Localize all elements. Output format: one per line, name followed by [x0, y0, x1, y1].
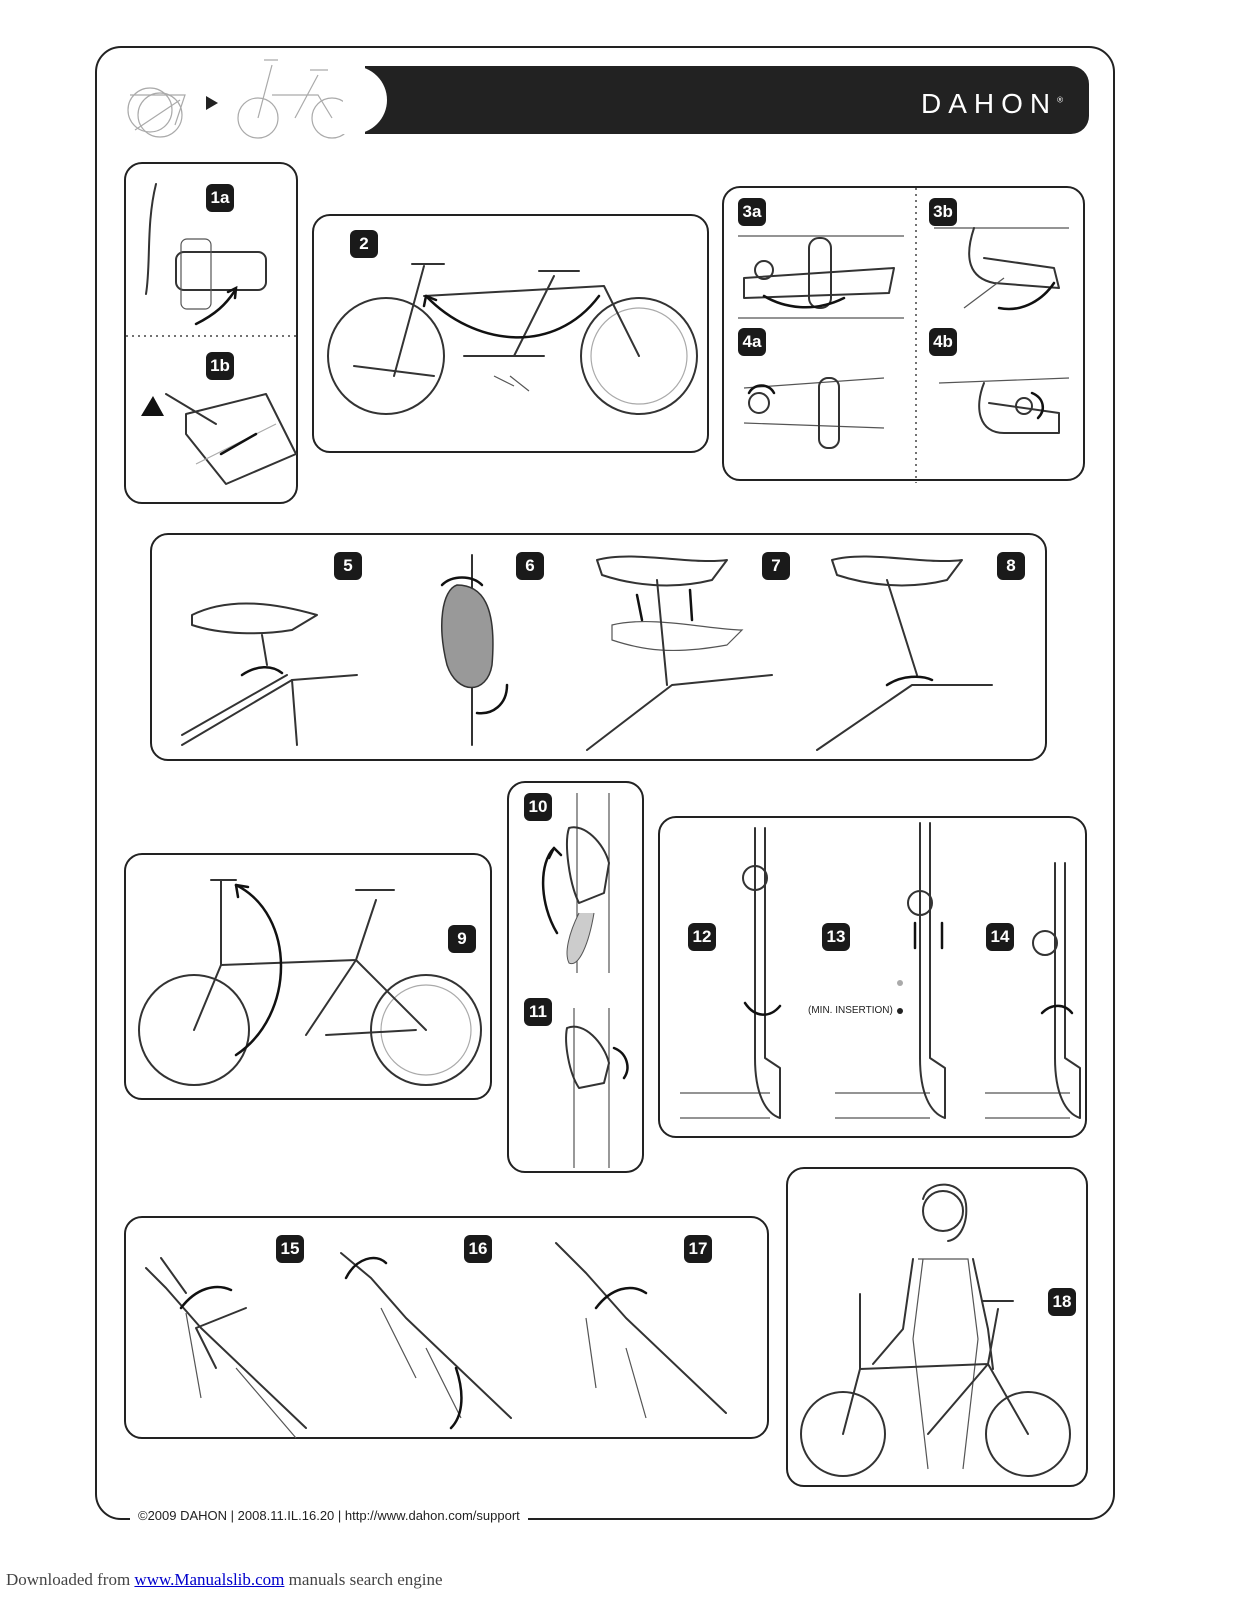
- header-bar: DAHON®: [343, 66, 1089, 134]
- play-arrow-icon: [206, 96, 218, 110]
- manualslib-link[interactable]: www.Manualslib.com: [134, 1570, 285, 1589]
- download-bar: Downloaded from www.Manualslib.com manua…: [6, 1570, 443, 1590]
- stem-clamp-illustration: [541, 793, 629, 1168]
- pedal-illustration: [126, 183, 300, 485]
- step-3b-badge: 3b: [929, 198, 957, 226]
- step-10-badge: 10: [524, 793, 552, 821]
- step-2-badge: 2: [350, 230, 378, 258]
- step-8-badge: 8: [997, 552, 1025, 580]
- page-frame: [95, 46, 1115, 1520]
- handlebar-adjust-illustration: [145, 1242, 727, 1439]
- handlebar-lock-illustration: [738, 188, 1070, 483]
- step-13-badge: 13: [822, 923, 850, 951]
- step-6-badge: 6: [516, 552, 544, 580]
- panel-stem-height: 12 13 14 (MIN. INSERTION): [658, 816, 1087, 1138]
- registered-mark: ®: [1057, 95, 1063, 105]
- warning-triangle-icon: [141, 396, 164, 416]
- seat-post-illustration: [181, 554, 993, 751]
- unfold-frame-illustration: [327, 263, 698, 415]
- dahon-logo: DAHON®: [921, 88, 1063, 120]
- raise-stem-illustration: [138, 879, 482, 1086]
- step-7-badge: 7: [762, 552, 790, 580]
- folded-bike-thumbnail: [127, 87, 186, 138]
- panel-raise-stem: 9: [124, 853, 492, 1100]
- stem-height-illustration: [680, 822, 1081, 1119]
- footer-text: ©2009 DAHON | 2008.11.IL.16.20 | http://…: [130, 1508, 528, 1523]
- step-15-badge: 15: [276, 1235, 304, 1263]
- step-3a-badge: 3a: [738, 198, 766, 226]
- step-11-badge: 11: [524, 998, 552, 1026]
- rider-with-bike-illustration: [800, 1183, 1071, 1477]
- download-prefix: Downloaded from: [6, 1570, 135, 1589]
- step-12-badge: 12: [688, 923, 716, 951]
- step-1a-badge: 1a: [206, 184, 234, 212]
- step-18-badge: 18: [1048, 1288, 1076, 1316]
- unfolded-bike-thumbnail: [237, 59, 353, 139]
- panel-handlebar-lock: 3a 3b 4a 4b: [722, 186, 1085, 483]
- step-9-badge: 9: [448, 925, 476, 953]
- min-insertion-label: (MIN. INSERTION): [808, 1005, 893, 1016]
- step-16-badge: 16: [464, 1235, 492, 1263]
- download-suffix: manuals search engine: [284, 1570, 443, 1589]
- panel-handlebar-adjust: 15 16 17: [124, 1216, 769, 1439]
- panel-seat-post: 5 6 7 8: [150, 533, 1047, 761]
- panel-pedal: 1a 1b: [124, 162, 300, 504]
- step-4b-badge: 4b: [929, 328, 957, 356]
- step-17-badge: 17: [684, 1235, 712, 1263]
- step-4a-badge: 4a: [738, 328, 766, 356]
- step-5-badge: 5: [334, 552, 362, 580]
- step-1b-badge: 1b: [206, 352, 234, 380]
- panel-unfold-frame: 2: [312, 214, 709, 453]
- panel-stem-clamp: 10 11: [507, 781, 644, 1173]
- step-14-badge: 14: [986, 923, 1014, 951]
- logo-text: DAHON: [920, 88, 1058, 119]
- panel-rider-stand: 18: [786, 1167, 1088, 1487]
